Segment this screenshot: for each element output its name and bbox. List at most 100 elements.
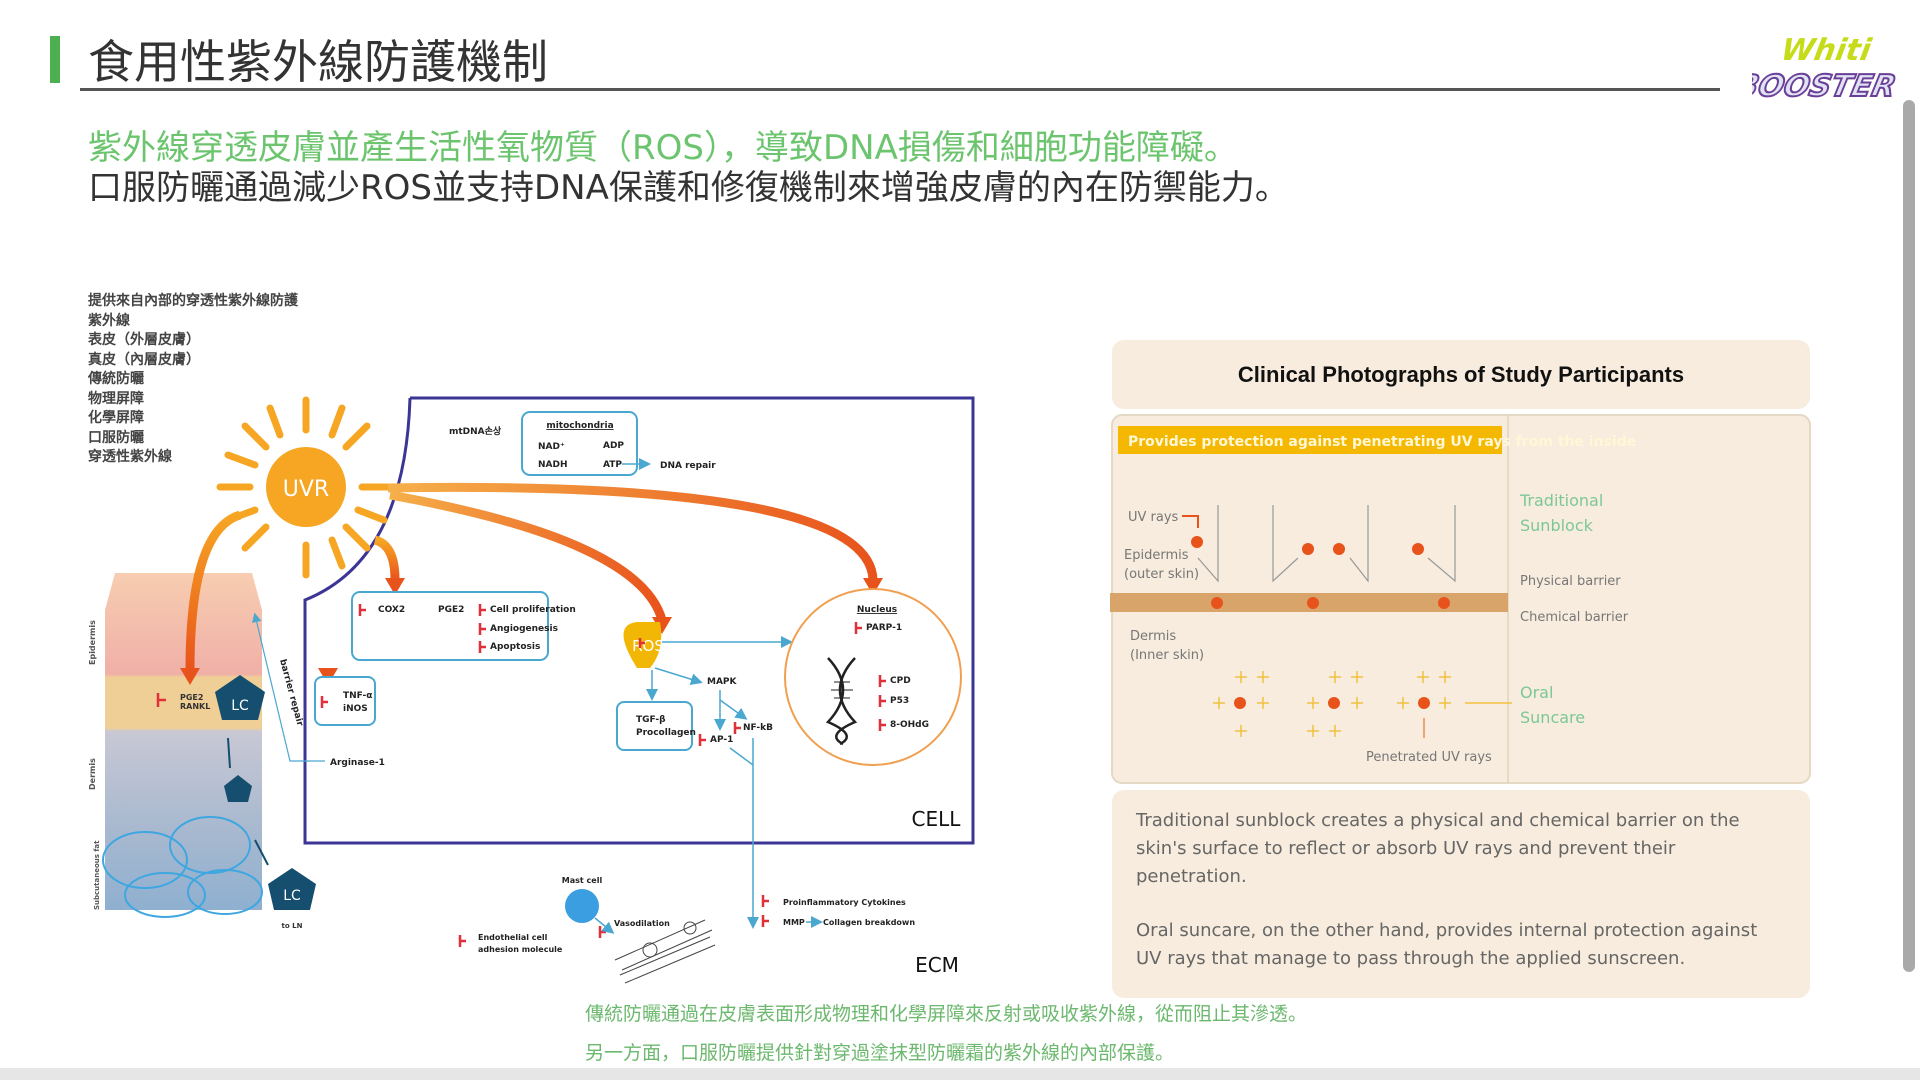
pge2-box-label: PGE2: [438, 605, 464, 615]
term: 真皮（內層皮膚）: [88, 351, 200, 368]
oral-label: Oral: [1520, 683, 1553, 702]
nfkb-label: NF-kB: [743, 723, 773, 733]
mapk-label: MAPK: [707, 677, 738, 687]
term: 穿透性紫外線: [88, 449, 172, 465]
explanation-paragraph-2: Oral suncare, on the other hand, provide…: [1136, 920, 1758, 969]
sunblock-comparison-diagram: Provides protection against penetrating …: [1110, 414, 1811, 784]
physical-barrier-label: Physical barrier: [1520, 574, 1621, 589]
nucleus-label: Nucleus: [857, 605, 897, 615]
atp-label: ATP: [603, 460, 622, 470]
svg-text:BOOSTER: BOOSTER: [1752, 69, 1897, 104]
page-title: 食用性紫外線防護機制: [88, 35, 548, 89]
mtdna-label: mtDNA손상: [449, 425, 502, 437]
sunblock-label: Sunblock: [1520, 516, 1594, 535]
epidermis-sub-label: (outer skin): [1124, 567, 1199, 582]
dna-icon: [825, 657, 858, 746]
tgf-box: [616, 701, 693, 751]
lc-label: LC: [283, 888, 301, 904]
angiogenesis-label: Angiogenesis: [490, 624, 558, 634]
title-accent-bar: [50, 36, 60, 83]
sun-icon: UVR: [216, 396, 396, 579]
endothelial-label: Endothelial cell: [478, 933, 548, 942]
procollagen-label: Procollagen: [636, 728, 696, 738]
mast-cell: [565, 889, 599, 923]
to-ln-label: to LN: [282, 922, 303, 930]
svg-text:Whiti: Whiti: [1778, 33, 1874, 68]
vasodilation-label: Vasodilation: [614, 919, 670, 928]
parp-label: PARP-1: [866, 623, 902, 633]
cell-proliferation-label: Cell proliferation: [490, 605, 576, 615]
term: 化學屏障: [88, 410, 144, 426]
apoptosis-label: Apoptosis: [490, 642, 540, 652]
collagen-label: Collagen breakdown: [823, 918, 915, 927]
term-list: 提供來自內部的穿透性紫外線防護 紫外線 表皮（外層皮膚） 真皮（內層皮膚） 傳統…: [88, 292, 298, 468]
term: 物理屏障: [88, 390, 144, 407]
lc-cells: LC LC to LN: [215, 675, 316, 930]
mito-title: mitochondria: [546, 421, 613, 431]
skin-cross-section: Epidermis Dermis Subcutaneous fat PGE2 R…: [88, 573, 263, 918]
adp-label: ADP: [603, 441, 624, 451]
traditional-label: Traditional: [1519, 491, 1603, 510]
bottom-bar: [0, 1068, 1920, 1080]
term: 傳統防曬: [88, 371, 144, 387]
p53-label: P53: [890, 696, 909, 706]
banner: [1118, 426, 1502, 454]
cell-membrane: [303, 396, 975, 845]
brand-logo: Whiti BOOSTER: [1752, 33, 1897, 105]
epidermis-label: Epidermis: [88, 620, 97, 665]
panel-title: Clinical Photographs of Study Participan…: [1112, 340, 1810, 409]
title-divider: [80, 88, 1720, 91]
inos-label: iNOS: [343, 704, 368, 714]
chemical-barrier-label: Chemical barrier: [1520, 610, 1629, 625]
ros-label: ROS: [632, 637, 664, 655]
dermis-label: Dermis: [88, 758, 97, 790]
proinflammatory-label: Proinflammatory Cytokines: [783, 898, 906, 907]
ap1-label: AP-1: [710, 735, 733, 745]
ohdg-label: 8-OHdG: [890, 720, 929, 730]
tnf-box: [314, 676, 376, 726]
lc-star: [268, 868, 316, 910]
penetrated-label: Penetrated UV rays: [1366, 750, 1492, 765]
explanation-card: Traditional sunblock creates a physical …: [1112, 790, 1810, 998]
term: 表皮（外層皮膚）: [88, 332, 200, 348]
footer-line-2: 另一方面，口服防曬提供針對穿過塗抹型防曬霜的紫外線的內部保護。: [585, 1042, 1175, 1064]
uv-arrows: [185, 435, 878, 671]
subq-label: Subcutaneous fat: [93, 840, 101, 910]
dermis-label: Dermis: [1130, 629, 1176, 644]
uvr-label: UVR: [283, 477, 329, 502]
nad-label: NAD⁺: [538, 442, 565, 452]
dermis-sub-label: (Inner skin): [1130, 648, 1204, 663]
lc-star: [224, 775, 252, 802]
antioxidant-plus-marks: [1213, 671, 1512, 737]
scrollbar[interactable]: [1903, 100, 1915, 972]
adhesion-label: adhesion molecule: [478, 945, 563, 954]
mitochondria-box: [521, 411, 638, 476]
footer-line-1: 傳統防曬通過在皮膚表面形成物理和化學屏障來反射或吸收紫外線，從而阻止其滲透。: [585, 1003, 1308, 1025]
intro-line-2: 口服防曬通過減少ROS並支持DNA保護和修復機制來增強皮膚的內在防禦能力。: [88, 168, 1289, 208]
intro-line-1: 紫外線穿透皮膚並產生活性氧物質（ROS），導致DNA損傷和細胞功能障礙。: [88, 128, 1238, 168]
explanation-paragraph-1: Traditional sunblock creates a physical …: [1136, 810, 1740, 887]
cox2-box: [351, 591, 549, 661]
tgf-label: TGF-β: [636, 715, 666, 725]
mmp-label: MMP: [783, 918, 805, 927]
suncare-label: Suncare: [1520, 708, 1585, 727]
term: 口服防曬: [88, 429, 144, 446]
nadh-label: NADH: [538, 460, 568, 470]
ecm-label: ECM: [915, 953, 959, 977]
lc-star: [215, 675, 265, 720]
term: 提供來自內部的穿透性紫外線防護: [88, 293, 298, 309]
lc-label: LC: [231, 698, 249, 714]
ros-shape: [637, 622, 662, 668]
cox2-label: COX2: [378, 605, 405, 615]
arginase-label: Arginase-1: [330, 758, 385, 768]
tnf-label: TNF-α: [343, 691, 372, 701]
inhibitor-marks: [320, 604, 886, 947]
uv-rays-label: UV rays: [1128, 510, 1179, 525]
mast-cell-label: Mast cell: [562, 876, 603, 885]
nucleus-circle: [784, 588, 962, 766]
epidermis-label: Epidermis: [1124, 548, 1189, 563]
pge2-label: PGE2: [180, 693, 203, 702]
cpd-label: CPD: [890, 676, 911, 686]
rankl-label: RANKL: [180, 702, 210, 711]
